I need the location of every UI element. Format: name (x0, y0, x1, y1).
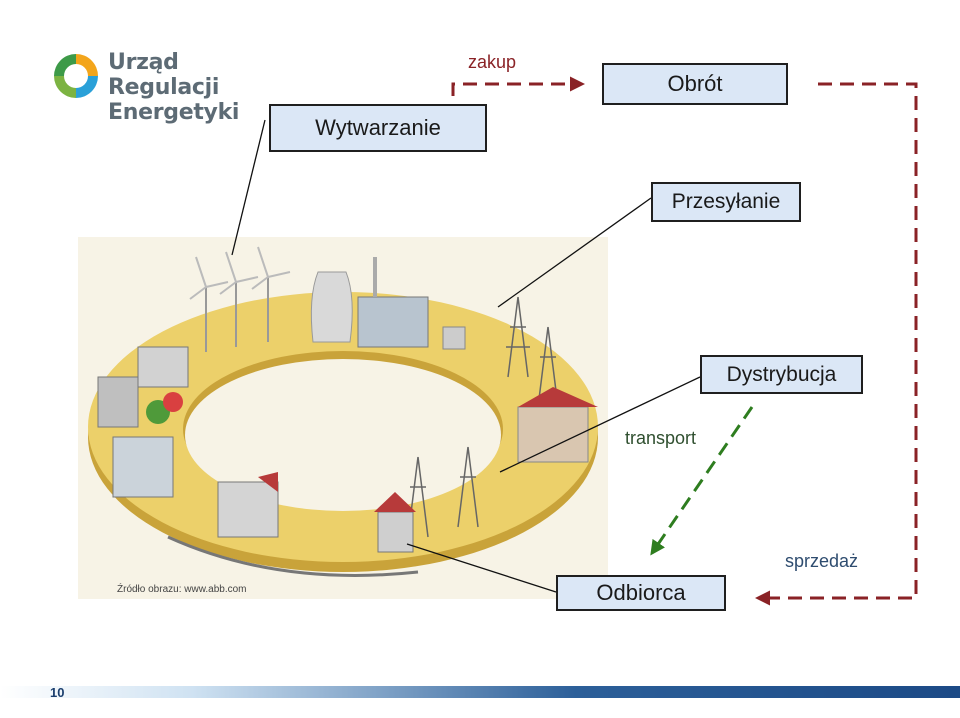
transport-arrow (650, 406, 754, 556)
box-wytwarzanie: Wytwarzanie (269, 104, 487, 152)
label-transport: transport (625, 428, 697, 448)
box-dystrybucja: Dystrybucja (700, 355, 863, 394)
logo-line-1: Urząd Regulacji (108, 50, 220, 100)
energy-ring-illustration (78, 237, 608, 599)
sprzedaz-arrow (755, 82, 918, 606)
leader-dystrybucja (499, 376, 701, 473)
page-number: 10 (50, 685, 65, 700)
label-zakup: zakup (468, 52, 517, 72)
leader-przesylanie (497, 197, 652, 308)
label-sprzedaz: sprzedaż (785, 551, 859, 571)
zakup-arrow (451, 76, 585, 96)
box-przesylanie: Przesyłanie (651, 182, 801, 222)
footer-bar (0, 686, 960, 698)
box-odbiorca: Odbiorca (556, 575, 726, 611)
logo-text: Urząd Regulacji Energetyki (108, 50, 280, 125)
leader-odbiorca (406, 543, 557, 593)
ure-logo: Urząd Regulacji Energetyki (50, 48, 280, 125)
ure-logo-icon (54, 54, 98, 98)
image-caption: Źródło obrazu: www.abb.com (117, 584, 247, 595)
box-obrot: Obrót (602, 63, 788, 105)
leader-wytwarzanie (231, 119, 266, 256)
logo-line-2: Energetyki (108, 100, 240, 125)
